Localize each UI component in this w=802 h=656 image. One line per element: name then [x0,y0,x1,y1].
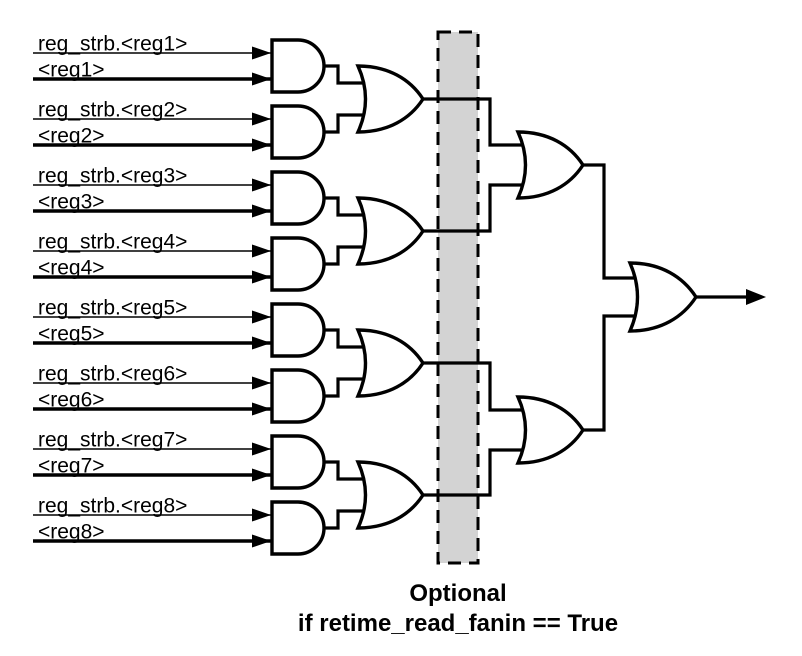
or-gate-stage2-4 [355,460,426,530]
wire-and8-to-or4 [322,509,372,530]
input-label-reg8-value: <reg8> [38,521,105,544]
wire-or2-to-or5 [423,183,532,233]
input-arrowhead-reg4-value [252,270,271,284]
input-arrowhead-reg4-strobe [252,244,271,258]
input-arrowhead-reg2-strobe [252,112,271,126]
and-gate-6 [270,368,326,424]
input-label-reg3-value: <reg3> [38,191,105,214]
wire-and1-to-or1 [322,64,372,85]
input-label-reg2-value: <reg2> [38,125,105,148]
input-arrowhead-reg1-value [252,72,271,86]
input-label-reg5-strobe: reg_strb.<reg5> [38,297,187,320]
output [696,289,766,305]
input-label-reg6-strobe: reg_strb.<reg6> [38,363,187,386]
input-arrowhead-reg6-strobe [252,376,271,390]
input-label-reg7-strobe: reg_strb.<reg7> [38,429,187,452]
wire-and4-to-or2 [322,245,372,266]
input-label-reg6-value: <reg6> [38,389,105,412]
output-arrowhead [746,289,766,305]
wire-or1-to-or5 [423,97,532,147]
gates [270,38,699,556]
input-labels: reg_strb.<reg1> <reg1> reg_strb.<reg2> <… [38,33,187,544]
and-gate-7 [270,434,326,490]
or-gate-stage2-1 [355,64,426,134]
wire-and6-to-or3 [322,377,372,398]
input-arrowhead-reg3-strobe [252,178,271,192]
or-gate-stage3-2 [515,395,586,465]
input-label-reg1-value: <reg1> [38,59,105,82]
and-gate-2 [270,104,326,160]
wire-and5-to-or3 [322,328,372,349]
input-arrowhead-reg5-strobe [252,310,271,324]
and-gate-5 [270,302,326,358]
wire-or6-to-final [583,314,644,432]
input-label-reg4-value: <reg4> [38,257,105,280]
input-arrowhead-reg5-value [252,336,271,350]
wire-and7-to-or4 [322,460,372,481]
input-arrowhead-reg8-strobe [252,508,271,522]
wire-or4-to-or6 [423,448,532,497]
input-label-reg7-value: <reg7> [38,455,105,478]
and-gate-1 [270,38,326,94]
input-arrowhead-reg8-value [252,534,271,548]
input-label-reg1-strobe: reg_strb.<reg1> [38,33,187,56]
input-label-reg2-strobe: reg_strb.<reg2> [38,99,187,122]
or-gate-final [627,261,699,333]
wire-or3-to-or6 [423,361,532,412]
wire-or5-to-final [583,163,644,280]
input-label-reg3-strobe: reg_strb.<reg3> [38,165,187,188]
input-arrowhead-reg3-value [252,204,271,218]
input-arrowhead-reg7-strobe [252,442,271,456]
wire-and3-to-or2 [322,196,372,217]
optional-retime-region [436,30,480,565]
input-arrowhead-reg2-value [252,138,271,152]
wires [33,46,644,548]
input-arrowhead-reg7-value [252,468,271,482]
caption-line1: Optional [409,580,506,607]
and-gate-3 [270,170,326,226]
and-gate-8 [270,500,326,556]
caption: Optional if retime_read_fanin == True [298,580,618,637]
input-label-reg8-strobe: reg_strb.<reg8> [38,495,187,518]
or-gate-stage2-2 [355,196,426,266]
and-gate-4 [270,236,326,292]
or-gate-stage3-1 [515,130,586,200]
input-arrowhead-reg6-value [252,402,271,416]
caption-line2: if retime_read_fanin == True [298,610,618,637]
input-arrowhead-reg1-strobe [252,46,271,60]
or-gate-stage2-3 [355,328,426,398]
wire-and2-to-or1 [322,113,372,134]
input-label-reg4-strobe: reg_strb.<reg4> [38,231,187,254]
input-label-reg5-value: <reg5> [38,323,105,346]
